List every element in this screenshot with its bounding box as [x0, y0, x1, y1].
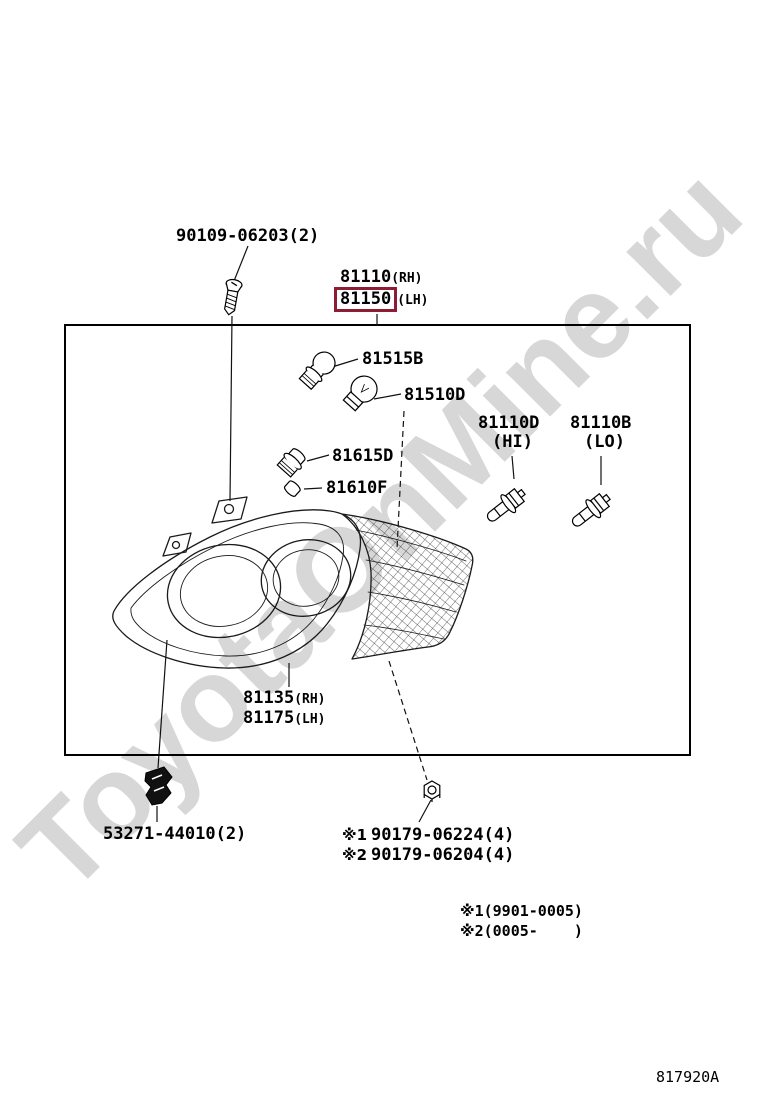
- bolt-icon: [224, 278, 243, 316]
- retainer-clip-icon: [144, 766, 173, 806]
- hi-suffix: (HI): [492, 432, 533, 452]
- label-socket-81615d: 81615D: [332, 447, 393, 466]
- part-number-lamp-rh: 81135: [243, 688, 295, 708]
- part-number-bolt: 90109-06203(2): [176, 226, 320, 246]
- part-number-nut2: 90179-06204(4): [371, 845, 515, 865]
- lo-suffix: (LO): [584, 432, 625, 452]
- mounting-nut-icon: [423, 780, 441, 802]
- part-number-lamp-lh: 81175: [243, 708, 295, 728]
- halogen-bulb-hi-icon: [486, 487, 526, 522]
- label-bulb-hi: 81110D (HI): [478, 414, 539, 452]
- bulb-socket-81615d-icon: [276, 448, 306, 478]
- label-assembly: 81110(RH) 81150(LH): [334, 268, 429, 312]
- assembly-rh-suffix: (RH): [391, 271, 423, 286]
- figure-code: 817920A: [656, 1068, 719, 1087]
- assembly-lh-suffix: (LH): [397, 293, 429, 308]
- part-number-81615d: 81615D: [332, 446, 394, 466]
- halogen-bulb-lo-icon: [571, 492, 611, 527]
- lamp-rh-suffix: (RH): [294, 692, 326, 707]
- note-line-2: ※2(0005- ): [460, 922, 583, 940]
- lamp-rh-row: 81135(RH): [243, 689, 326, 709]
- label-clip: 53271-44010(2): [103, 825, 246, 844]
- part-number-assembly-lh-highlighted: 81150: [334, 287, 398, 312]
- socket-cap-81610f-icon: [283, 480, 301, 497]
- wedge-bulb-81510d-icon: [342, 375, 378, 412]
- lamp-lh-suffix: (LH): [294, 712, 326, 727]
- label-bulb-81515b: 81515B: [362, 350, 423, 369]
- note-line-1: ※1(9901-0005): [460, 902, 583, 920]
- lamp-lh-row: 81175(LH): [243, 709, 326, 729]
- part-number-hi: 81110D: [478, 413, 540, 433]
- part-number-81515b: 81515B: [362, 349, 424, 369]
- applicability-notes: ※1(9901-0005) ※2(0005- ): [460, 901, 583, 941]
- label-lamp-unit: 81135(RH) 81175(LH): [243, 689, 326, 729]
- part-number-clip: 53271-44010(2): [103, 824, 247, 844]
- part-number-lo: 81110B: [570, 413, 632, 433]
- label-bulb-81510d: 81510D: [404, 386, 465, 405]
- label-bolt: 90109-06203(2): [176, 227, 319, 246]
- nut1-ref-mark: ※1: [342, 826, 368, 844]
- leader-lines: [156, 245, 602, 823]
- figure-code-text: 817920A: [656, 1068, 720, 1086]
- label-bulb-lo: 81110B (LO): [570, 414, 631, 452]
- part-number-81510d: 81510D: [404, 385, 466, 405]
- wedge-bulb-81515b-icon: [298, 351, 336, 391]
- assembly-lh-row: 81150(LH): [334, 287, 429, 312]
- part-number-nut1: 90179-06224(4): [371, 825, 515, 845]
- headlamp-assembly-drawing: [112, 496, 474, 669]
- label-cap-81610f: 81610F: [326, 479, 387, 498]
- part-number-assembly-rh: 81110: [340, 267, 392, 287]
- nut2-ref-mark: ※2: [342, 846, 368, 864]
- assembly-rh-row: 81110(RH): [340, 268, 429, 288]
- part-number-81610f: 81610F: [326, 478, 388, 498]
